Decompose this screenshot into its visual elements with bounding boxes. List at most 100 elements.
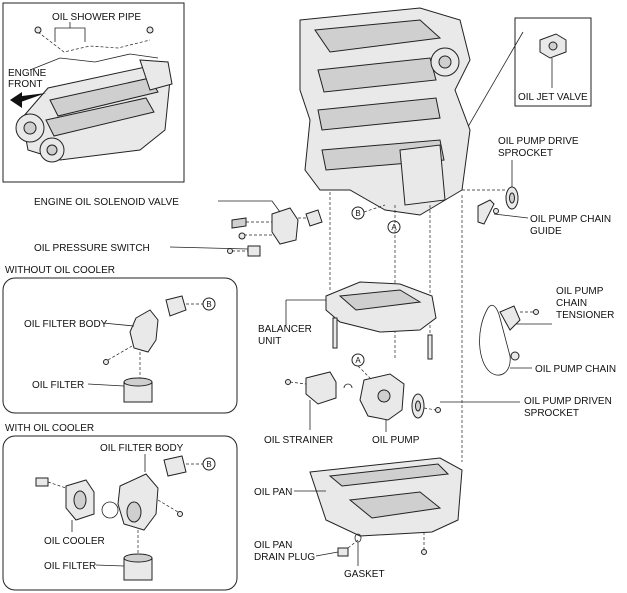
marker-b-panel-b-text: B (206, 460, 211, 469)
label-engine-front-line2: FRONT (8, 79, 42, 90)
balancer-bolt-left (332, 317, 338, 349)
oil-pump-chain-guide: OIL PUMP CHAIN GUIDE (477, 199, 611, 237)
driven-sprocket-dash (423, 407, 437, 411)
leader-oil-filter-b (95, 564, 125, 567)
oil-pan-bolt (421, 549, 427, 555)
driven-sprocket-bolt (435, 407, 441, 413)
inset-vacuum-pump (139, 59, 173, 91)
engine-front-arrowhead-icon (10, 92, 22, 108)
oil-pump: OIL PUMP (359, 373, 420, 446)
oil-strainer-dash (289, 381, 307, 385)
label-oil-pump-chain: OIL PUMP CHAIN (535, 364, 616, 375)
oil-jet-valve-hole (548, 41, 558, 51)
solenoid-valve-bracket (305, 209, 323, 227)
chain-tensioner-bolt (533, 309, 539, 315)
label-oil-pressure-switch: OIL PRESSURE SWITCH (34, 243, 150, 254)
balancer-unit: BALANCER UNIT (258, 281, 437, 360)
label-oil-pump-drive-sprocket-line1: OIL PUMP DRIVE (498, 136, 579, 147)
oil-pump-rotor (377, 389, 391, 403)
label-balancer-unit-line2: UNIT (258, 336, 281, 347)
oil-pressure-switch: OIL PRESSURE SWITCH (34, 243, 261, 257)
oil-strainer-part (305, 371, 337, 405)
oil-strainer-bolt (285, 379, 291, 385)
oil-filter-body-b-bracket (163, 455, 187, 477)
label-gasket: GASKET (344, 569, 385, 580)
label-oil-pan: OIL PAN (254, 487, 292, 498)
label-balancer-unit-line1: BALANCER (258, 324, 312, 335)
label-chain-tensioner-line1: OIL PUMP (556, 286, 604, 297)
label-without-oil-cooler: WITHOUT OIL COOLER (5, 265, 115, 276)
leader-oil-pressure-switch (169, 246, 249, 250)
label-oil-jet-valve: OIL JET VALVE (518, 92, 588, 103)
oil-cooler-bolt-dash (47, 481, 67, 489)
block-front-cover-hub (438, 55, 452, 69)
inset-pipe (29, 53, 159, 71)
oil-pan-flange (328, 463, 450, 487)
oil-pan: OIL PAN (254, 457, 463, 555)
label-oil-filter-b: OIL FILTER (44, 561, 96, 572)
chain-guide-part (477, 199, 495, 225)
solenoid-valve-connector (231, 217, 247, 229)
solenoid-valve-body (271, 207, 299, 245)
label-oil-pump: OIL PUMP (372, 435, 420, 446)
solenoid-bolt (238, 232, 246, 240)
label-drain-plug-line2: DRAIN PLUG (254, 552, 315, 563)
without-oil-cooler-frame (2, 277, 238, 414)
label-oil-strainer: OIL STRAINER (264, 435, 333, 446)
label-oil-filter-a: OIL FILTER (32, 380, 84, 391)
oil-strainer-oring (343, 383, 353, 389)
label-driven-sprocket-line2: SPROCKET (524, 408, 579, 419)
label-with-oil-cooler: WITH OIL COOLER (5, 423, 94, 434)
oil-pump-chain-assembly: OIL PUMP CHAIN TENSIONER OIL PUMP CHAIN (479, 286, 616, 376)
label-oil-cooler: OIL COOLER (44, 536, 105, 547)
inset-cam-sprocket-hub-2 (46, 144, 58, 156)
driven-sprocket-hub (415, 400, 421, 412)
leader-drain-plug (315, 551, 339, 557)
inset-camshaft-2 (45, 97, 155, 137)
label-oil-shower-pipe: OIL SHOWER PIPE (52, 12, 141, 23)
panel-without-oil-cooler: WITHOUT OIL COOLER B OIL FILTER BODY OIL… (2, 265, 238, 414)
label-oil-pump-chain-guide-line1: OIL PUMP CHAIN (530, 214, 611, 225)
pressure-switch-bolt (227, 248, 233, 254)
oil-filter-body-b-part (117, 473, 159, 531)
oil-cooler-oring (101, 501, 119, 519)
oil-strainer: OIL STRAINER (264, 371, 353, 446)
balancer-bolt-right (427, 334, 433, 360)
pressure-switch-part (247, 245, 261, 257)
oil-pump-drive-sprocket: OIL PUMP DRIVE SPROCKET (498, 136, 579, 210)
oil-filter-body-a-bracket (165, 295, 187, 317)
drive-sprocket-hub (509, 192, 515, 204)
leader-solenoid-valve (218, 200, 281, 213)
block-rib-2 (317, 97, 441, 131)
inset-pipe-bracket (54, 27, 86, 42)
marker-a-pump-line (357, 365, 373, 381)
balancer-unit-top (338, 289, 422, 311)
inset-camshaft-1 (49, 77, 159, 117)
oil-cooler-bolt-head (35, 477, 49, 487)
label-oil-pump-drive-sprocket-line2: SPROCKET (498, 148, 553, 159)
inset-frame (2, 2, 185, 183)
oil-filter-body-a-part (129, 309, 159, 353)
drain-plug-part (337, 547, 349, 557)
leader-chain-guide (493, 213, 529, 219)
with-oil-cooler-frame (2, 435, 238, 591)
marker-b-block-text: B (355, 209, 360, 218)
oil-cooler-core (73, 490, 87, 510)
chain-tensioner-part (499, 305, 521, 331)
oil-filter-body-b-bolt-dash (157, 499, 179, 513)
oil-jet-valve-frame (514, 17, 592, 107)
label-drain-plug-line1: OIL PAN (254, 540, 292, 551)
oil-filter-b-top (123, 553, 153, 563)
oil-pump-chain-loop (479, 304, 511, 376)
oil-filter-body-a-bolt-dash (107, 345, 133, 361)
oil-filter-a-top (123, 377, 153, 387)
marker-b-panel-a (202, 297, 216, 311)
oil-filter-body-b-port (126, 501, 142, 523)
chain-guide-bolt (493, 208, 499, 214)
inset-bolt-2 (146, 26, 154, 34)
inset-cylinder-head: OIL SHOWER PIPE ENGINE FRONT (2, 2, 185, 183)
label-chain-tensioner-line3: TENSIONER (556, 310, 614, 321)
oil-filter-body-b-bolt (177, 511, 183, 517)
